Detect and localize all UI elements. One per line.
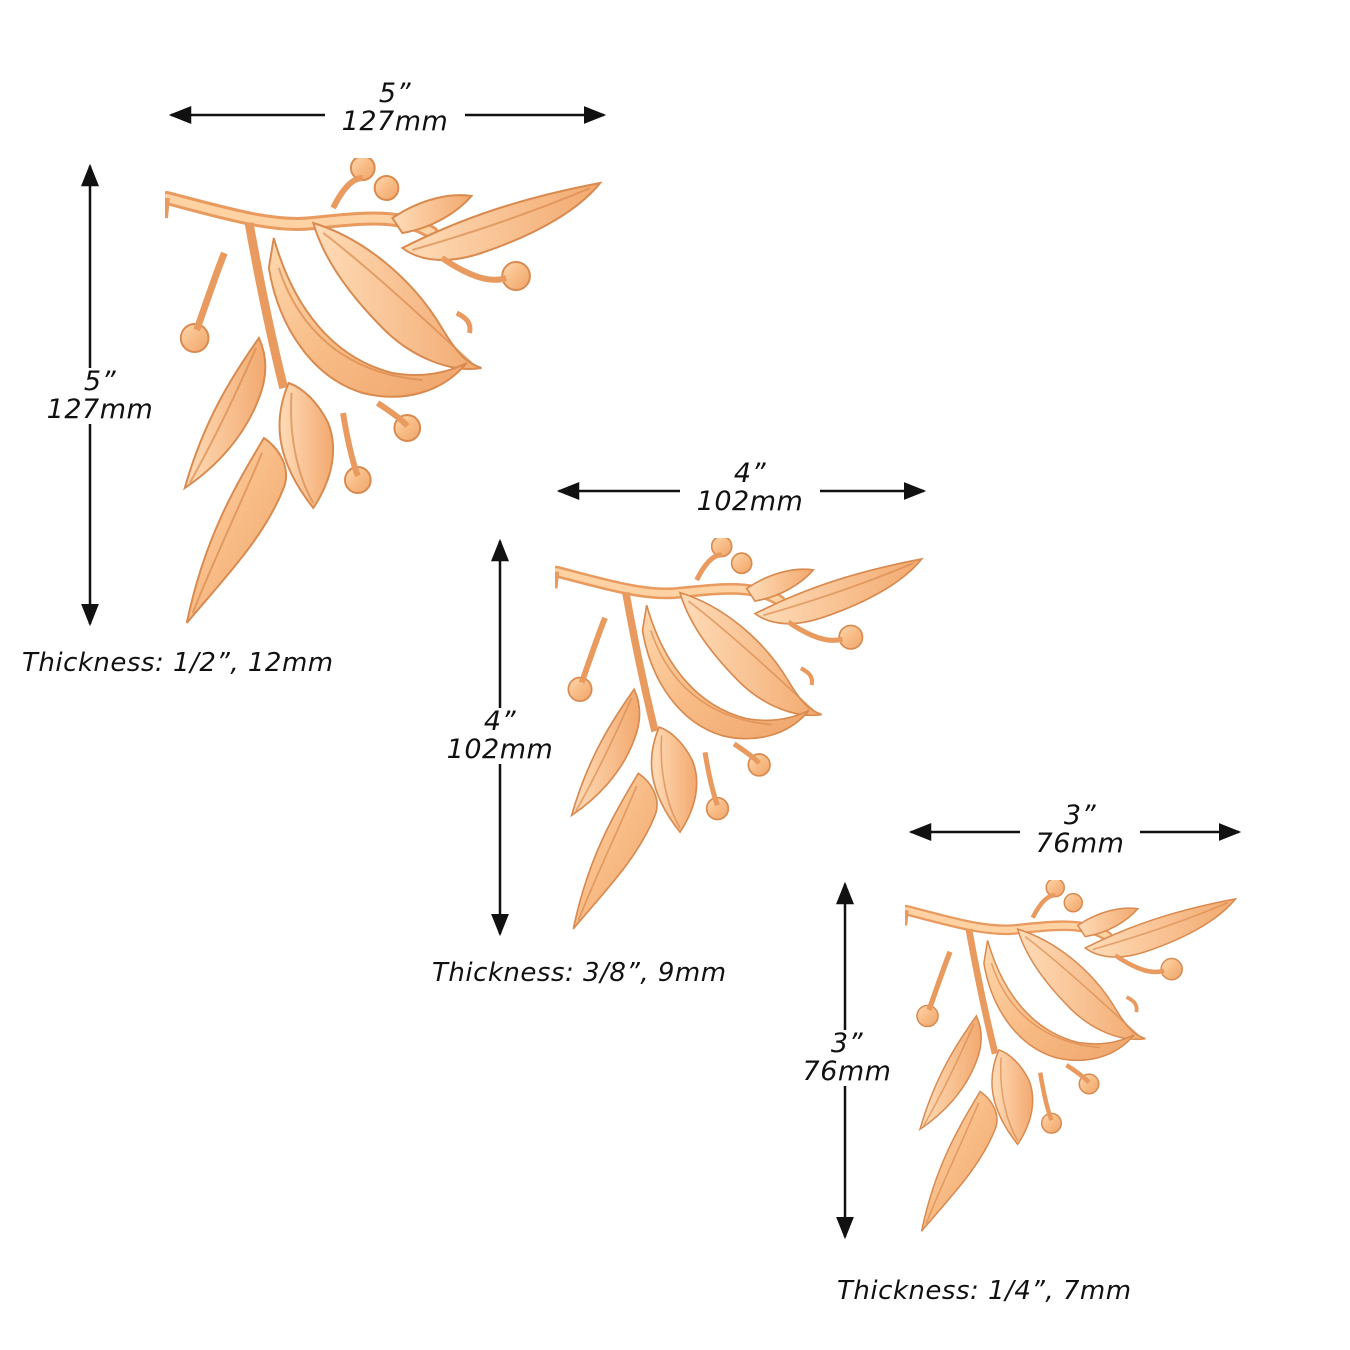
width-mm-medium: 102mm bbox=[696, 486, 804, 517]
ornament-medium bbox=[555, 538, 930, 933]
height-inches-large: 5” bbox=[83, 366, 117, 397]
height-mm-small: 76mm bbox=[802, 1056, 892, 1087]
ornament-large bbox=[165, 158, 610, 628]
width-mm-small: 76mm bbox=[1035, 828, 1125, 859]
height-inches-small: 3” bbox=[830, 1028, 864, 1059]
width-inches-medium: 4” bbox=[733, 458, 767, 489]
width-inches-large: 5” bbox=[378, 78, 412, 109]
width-inches-small: 3” bbox=[1063, 800, 1097, 831]
thickness-medium: Thickness: 3/8”, 9mm bbox=[432, 958, 727, 988]
height-mm-large: 127mm bbox=[46, 394, 154, 425]
height-label-medium: 4” 102mm bbox=[435, 708, 565, 764]
width-label-large: 5” 127mm bbox=[325, 80, 465, 136]
width-label-medium: 4” 102mm bbox=[680, 460, 820, 516]
height-label-large: 5” 127mm bbox=[40, 368, 160, 424]
width-label-small: 3” 76mm bbox=[1020, 802, 1140, 858]
thickness-large: Thickness: 1/2”, 12mm bbox=[22, 648, 334, 678]
thickness-small: Thickness: 1/4”, 7mm bbox=[837, 1276, 1132, 1306]
ornament-small bbox=[905, 880, 1243, 1235]
height-label-small: 3” 76mm bbox=[792, 1030, 902, 1086]
height-inches-medium: 4” bbox=[483, 706, 517, 737]
height-mm-medium: 102mm bbox=[446, 734, 554, 765]
width-mm-large: 127mm bbox=[341, 106, 449, 137]
